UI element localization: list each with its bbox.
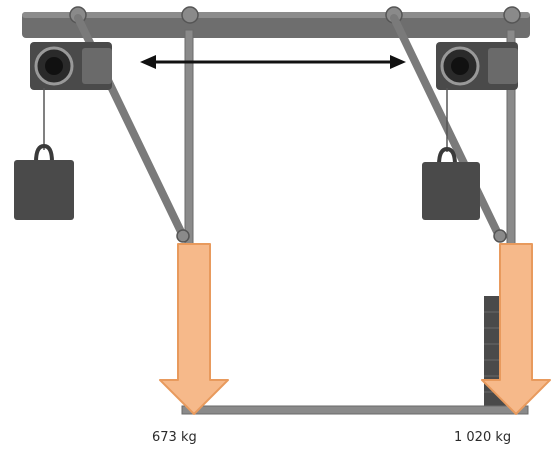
pin-joint (503, 6, 521, 24)
pin-joint (493, 229, 507, 243)
load-arrow-right (481, 243, 551, 415)
travel-arrow (140, 55, 406, 69)
trolley-left (30, 42, 112, 90)
pin-joint (181, 6, 199, 24)
load-label-right: 1 020 kg (454, 430, 512, 445)
load-arrow-left (159, 243, 229, 415)
trolley-right (436, 42, 518, 90)
top-beam-highlight (22, 12, 530, 18)
hanging-weight-left (14, 88, 74, 220)
load-label-left: 673 kg (152, 430, 197, 445)
hanging-weight-right (422, 88, 480, 220)
pin-joint (176, 229, 190, 243)
bottom-bar (181, 405, 529, 415)
